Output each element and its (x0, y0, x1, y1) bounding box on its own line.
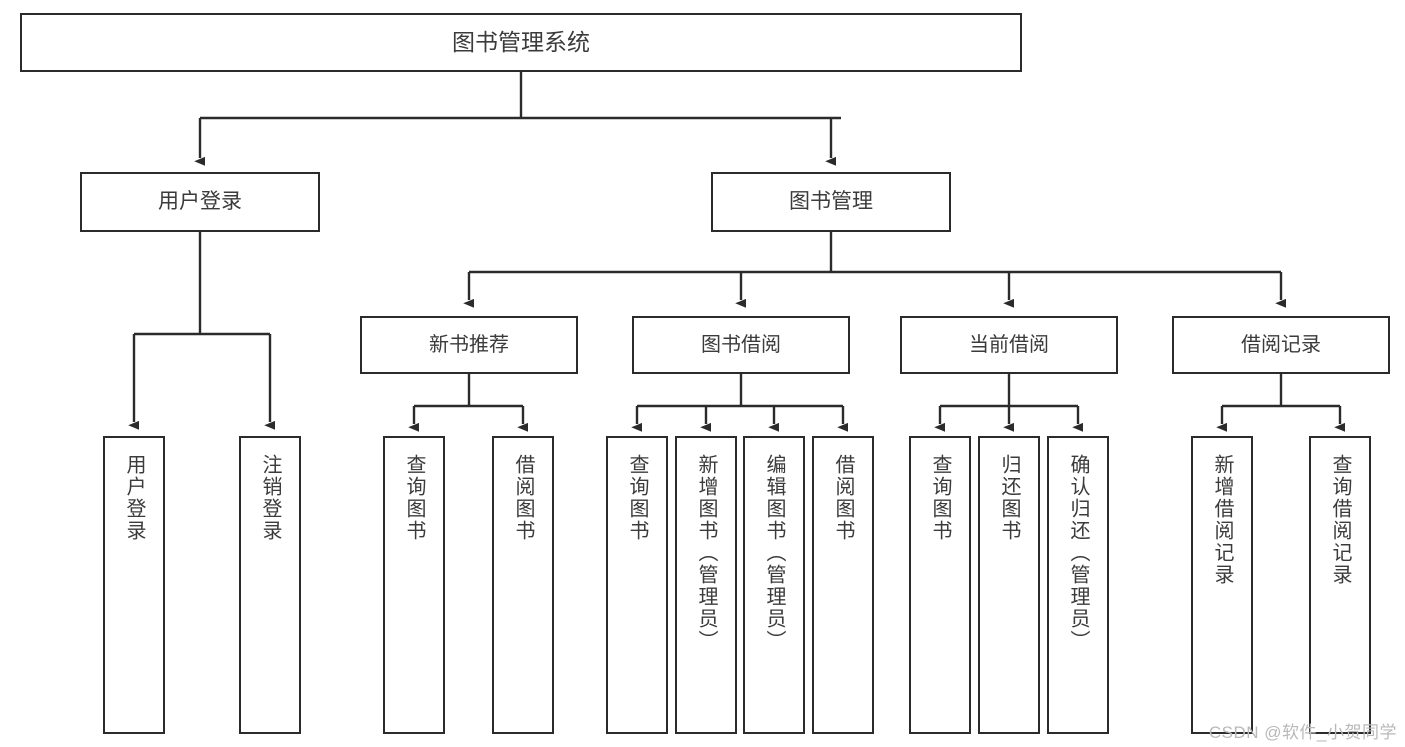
node-label: 编辑图书（管理员） (763, 454, 785, 652)
node-label: 用户登录 (158, 190, 242, 214)
leaf-borrow-record-query[interactable]: 查询借阅记录 (1309, 436, 1371, 734)
leaf-current-borrow-confirm-admin[interactable]: 确认归还（管理员） (1047, 436, 1109, 734)
node-label: 图书管理 (789, 190, 873, 214)
node-label: 注销登录 (259, 454, 281, 542)
node-user-login[interactable]: 用户登录 (80, 172, 320, 232)
node-label: 查询图书 (403, 454, 425, 542)
leaf-new-book-borrow[interactable]: 借阅图书 (492, 436, 554, 734)
leaf-user-login-signout[interactable]: 注销登录 (239, 436, 301, 734)
leaf-book-borrow-query[interactable]: 查询图书 (606, 436, 668, 734)
leaf-borrow-record-add[interactable]: 新增借阅记录 (1191, 436, 1253, 734)
leaf-book-borrow-borrow[interactable]: 借阅图书 (812, 436, 874, 734)
leaf-book-borrow-add-admin[interactable]: 新增图书（管理员） (675, 436, 737, 734)
leaf-new-book-query[interactable]: 查询图书 (383, 436, 445, 734)
node-book-borrow[interactable]: 图书借阅 (632, 316, 850, 374)
node-root-book-management-system[interactable]: 图书管理系统 (20, 13, 1022, 72)
node-label: 查询图书 (929, 454, 951, 542)
node-label: 确认归还（管理员） (1067, 454, 1089, 652)
node-label: 借阅记录 (1241, 333, 1321, 356)
node-label: 当前借阅 (969, 333, 1049, 356)
node-label: 新增借阅记录 (1211, 454, 1233, 586)
leaf-book-borrow-edit-admin[interactable]: 编辑图书（管理员） (743, 436, 805, 734)
node-label: 用户登录 (123, 454, 145, 542)
node-label: 查询图书 (626, 454, 648, 542)
node-new-book-recommend[interactable]: 新书推荐 (360, 316, 578, 374)
node-label: 新增图书（管理员） (695, 454, 717, 652)
node-current-borrow[interactable]: 当前借阅 (900, 316, 1118, 374)
node-label: 归还图书 (998, 454, 1020, 542)
leaf-user-login-signin[interactable]: 用户登录 (103, 436, 165, 734)
node-label: 新书推荐 (429, 333, 509, 356)
leaf-current-borrow-return[interactable]: 归还图书 (978, 436, 1040, 734)
node-borrow-record[interactable]: 借阅记录 (1172, 316, 1390, 374)
node-label: 查询借阅记录 (1329, 454, 1351, 586)
node-label: 图书管理系统 (452, 28, 590, 55)
watermark-text: CSDN @软件_小贺同学 (1208, 723, 1397, 742)
node-label: 借阅图书 (512, 454, 534, 542)
node-label: 借阅图书 (832, 454, 854, 542)
leaf-current-borrow-query[interactable]: 查询图书 (909, 436, 971, 734)
node-book-management[interactable]: 图书管理 (711, 172, 951, 232)
node-label: 图书借阅 (701, 333, 781, 356)
